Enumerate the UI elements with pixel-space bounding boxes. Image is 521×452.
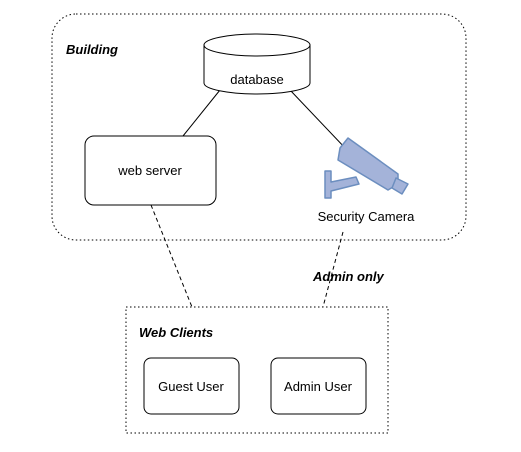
database-label: database [230,72,284,87]
web-clients-group [125,306,389,434]
edge-database-webserver [182,89,221,137]
admin-user-label: Admin User [284,379,353,394]
web-clients-label: Web Clients [139,325,213,340]
security-camera-label: Security Camera [318,209,416,224]
guest-user-label: Guest User [158,379,224,394]
camera-mount-bracket [324,170,360,199]
database-cylinder-top [203,33,311,57]
web-server-box [84,135,217,206]
edge-label-admin-only: Admin only [312,269,385,284]
database-cylinder-body [203,45,311,95]
edge-camera-clients [322,231,344,308]
web-server-node[interactable]: web server [84,135,217,206]
database-node[interactable]: database [203,33,311,95]
guest-user-node[interactable]: Guest User [143,357,240,415]
building-group [51,13,467,241]
guest-user-box [143,357,240,415]
security-camera-node[interactable]: Security Camera [318,137,416,224]
edge-webserver-clients [150,204,193,308]
admin-user-node[interactable]: Admin User [270,357,367,415]
admin-user-box [270,357,367,415]
security-camera-icon [324,137,409,199]
building-label: Building [66,42,118,57]
web-server-label: web server [117,163,182,178]
edge-database-camera [289,89,348,151]
camera-lens [391,177,409,195]
